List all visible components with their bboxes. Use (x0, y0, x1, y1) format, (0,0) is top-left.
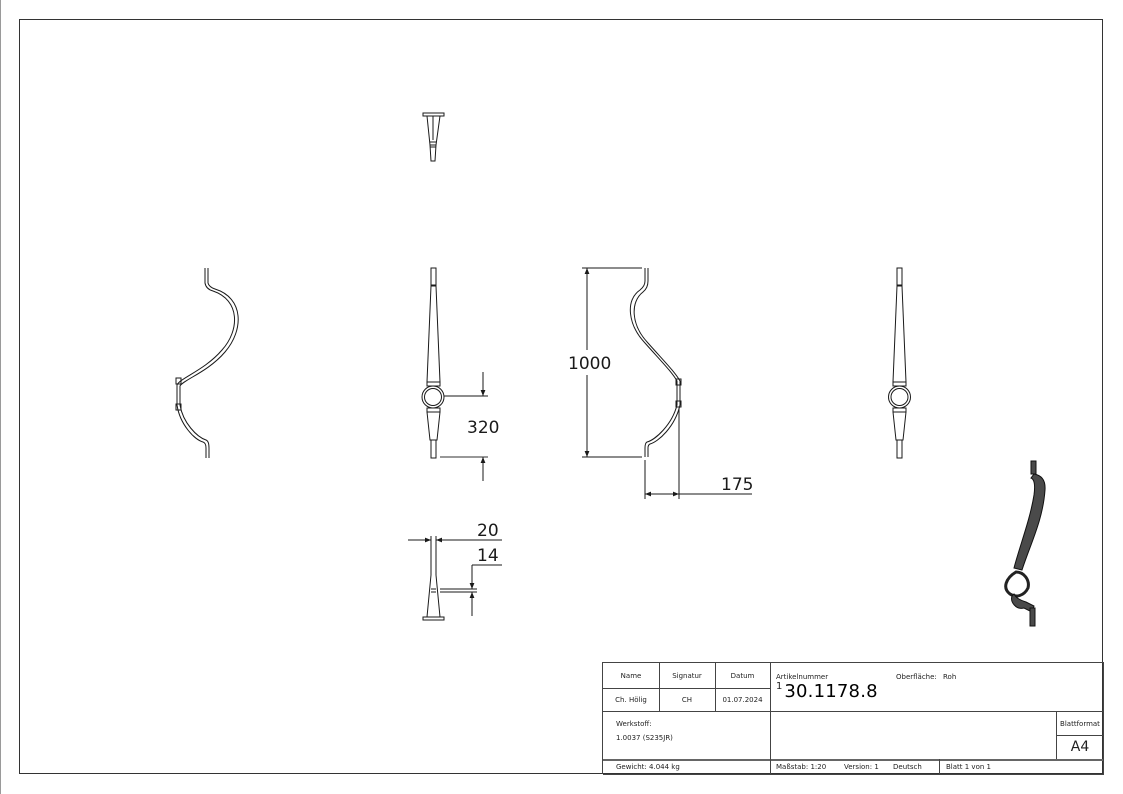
dimension-320 (440, 372, 488, 481)
sheet-count: Blatt 1 von 1 (946, 763, 991, 771)
dim-1000-label: 1000 (568, 354, 611, 374)
sheet-format-value: A4 (1070, 739, 1090, 755)
top-view (422, 112, 445, 162)
page-edge (0, 0, 1, 794)
dim-20-label: 20 (477, 521, 499, 541)
dimension-1000 (582, 267, 642, 458)
title-block: Name Signatur Datum Ch. Hölig CH 01.07.2… (602, 662, 1104, 775)
author-name: Ch. Hölig (615, 696, 647, 704)
article-number: 30.1178.8 (784, 681, 878, 702)
isometric-view (1004, 460, 1046, 627)
scale: Maßstab: 1:20 (776, 763, 827, 771)
dimension-175 (644, 408, 752, 499)
left-view (175, 268, 239, 458)
dim-320-label: 320 (467, 418, 499, 438)
language: Deutsch (893, 763, 922, 771)
date-header: Datum (730, 672, 755, 680)
signature-header: Signatur (672, 672, 702, 680)
weight: Gewicht: 4.044 kg (616, 763, 680, 771)
version: Version: 1 (844, 763, 879, 771)
side-view (629, 268, 682, 457)
right-view (888, 267, 911, 459)
material-label: Werkstoff: (616, 720, 652, 728)
dimension-14 (440, 564, 502, 616)
sheet-format-label: Blattformat (1060, 720, 1100, 728)
front-view (421, 267, 445, 459)
surface-value: Roh (943, 673, 957, 681)
dim-14-label: 14 (477, 546, 499, 566)
bottom-view (422, 536, 445, 621)
dim-175-label: 175 (721, 475, 753, 495)
article-index: 1 (776, 681, 783, 692)
material-value: 1.0037 (S235JR) (616, 734, 673, 742)
surface-label: Oberfläche: (896, 673, 937, 681)
drawing-date: 01.07.2024 (722, 696, 763, 704)
drawing-frame (19, 19, 1103, 774)
author-signature: CH (681, 696, 693, 704)
article-label: Artikelnummer (776, 673, 829, 681)
name-header: Name (620, 672, 642, 680)
